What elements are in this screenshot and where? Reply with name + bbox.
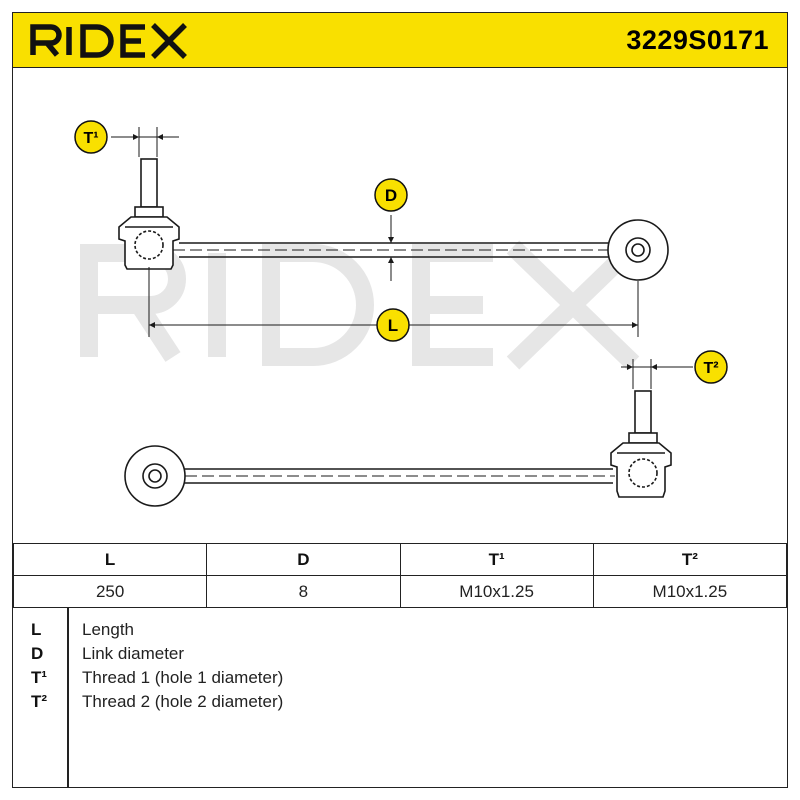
spec-value-t2: M10x1.25	[592, 575, 788, 608]
svg-text:T²: T²	[703, 360, 718, 377]
callout-d: D	[374, 178, 408, 212]
legend-key: T¹	[31, 668, 48, 687]
legend-divider	[67, 608, 69, 788]
spec-header-t1: T¹	[399, 543, 594, 576]
legend-key: L	[31, 620, 42, 639]
legend-item: T² Thread 2 (hole 2 diameter)	[13, 692, 787, 716]
spec-value-l: 250	[12, 575, 208, 608]
spec-header-t2: T²	[592, 543, 788, 576]
spec-table: L D T¹ T² 250 8 M10x1.25 M10x1.25	[12, 543, 788, 608]
callout-l: L	[376, 308, 410, 342]
spec-value-t1: M10x1.25	[399, 575, 594, 608]
legend-key: T²	[31, 692, 48, 711]
spec-header-l: L	[12, 543, 208, 576]
callout-t2: T²	[694, 350, 728, 384]
svg-text:L: L	[388, 316, 398, 335]
legend-item: T¹ Thread 1 (hole 1 diameter)	[13, 668, 787, 692]
spec-table-header-row: L D T¹ T²	[12, 543, 788, 576]
legend-item: D Link diameter	[13, 644, 787, 668]
legend-key: D	[31, 644, 44, 663]
legend: L Length D Link diameter T¹ Thread 1 (ho…	[13, 607, 787, 788]
header-bar: 3229S0171	[13, 13, 787, 68]
svg-text:T¹: T¹	[83, 130, 98, 147]
ridex-logo	[30, 23, 187, 59]
legend-text: Thread 1 (hole 1 diameter)	[82, 668, 284, 687]
spec-header-d: D	[206, 543, 401, 576]
technical-drawing: T¹ D L T²	[74, 120, 728, 507]
callout-t1: T¹	[74, 120, 108, 154]
legend-text: Length	[82, 620, 134, 639]
svg-text:D: D	[385, 186, 397, 205]
product-sheet: 3229S0171	[12, 12, 788, 788]
legend-item: L Length	[13, 620, 787, 644]
legend-text: Thread 2 (hole 2 diameter)	[82, 692, 284, 711]
legend-text: Link diameter	[82, 644, 185, 663]
spec-value-d: 8	[206, 575, 401, 608]
spec-table-value-row: 250 8 M10x1.25 M10x1.25	[12, 575, 788, 608]
part-number: 3229S0171	[626, 25, 769, 55]
